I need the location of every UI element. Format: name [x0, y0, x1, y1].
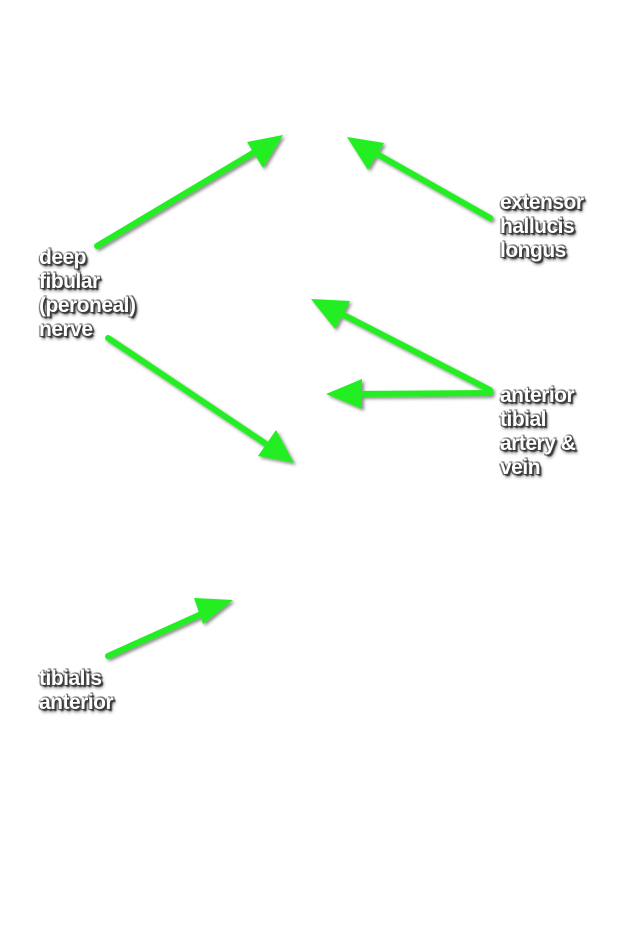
label-line: tibial — [500, 408, 547, 431]
label-line: extensor — [500, 191, 584, 214]
label-extensor-hallucis-longus: extensor hallucis longus — [500, 191, 584, 263]
label-line: (peroneal) — [39, 294, 136, 317]
label-line: vein — [500, 456, 541, 479]
label-anterior-tibial-artery-vein: anterior tibial artery & vein — [500, 384, 576, 480]
label-tibialis-anterior: tibialis anterior — [39, 667, 114, 715]
arrow-deep-fibular-nerve-lower — [105, 335, 294, 463]
label-line: hallucis — [500, 215, 575, 238]
arrow-anterior-tibial-upper — [311, 299, 493, 393]
label-line: artery & — [500, 432, 576, 455]
label-line: fibular — [39, 270, 100, 293]
label-line: anterior — [500, 384, 575, 407]
label-line: tibialis — [39, 667, 102, 690]
label-line: nerve — [39, 318, 93, 341]
arrow-extensor-hallucis-longus — [347, 137, 493, 221]
label-line: anterior — [39, 691, 114, 714]
arrow-anterior-tibial-left — [326, 379, 493, 409]
label-line: deep — [39, 246, 87, 269]
arrow-tibialis-anterior — [105, 598, 233, 659]
arrow-deep-fibular-nerve-upper — [94, 135, 283, 249]
label-deep-fibular-nerve: deep fibular (peroneal) nerve — [39, 246, 136, 342]
label-line: longus — [500, 239, 566, 262]
